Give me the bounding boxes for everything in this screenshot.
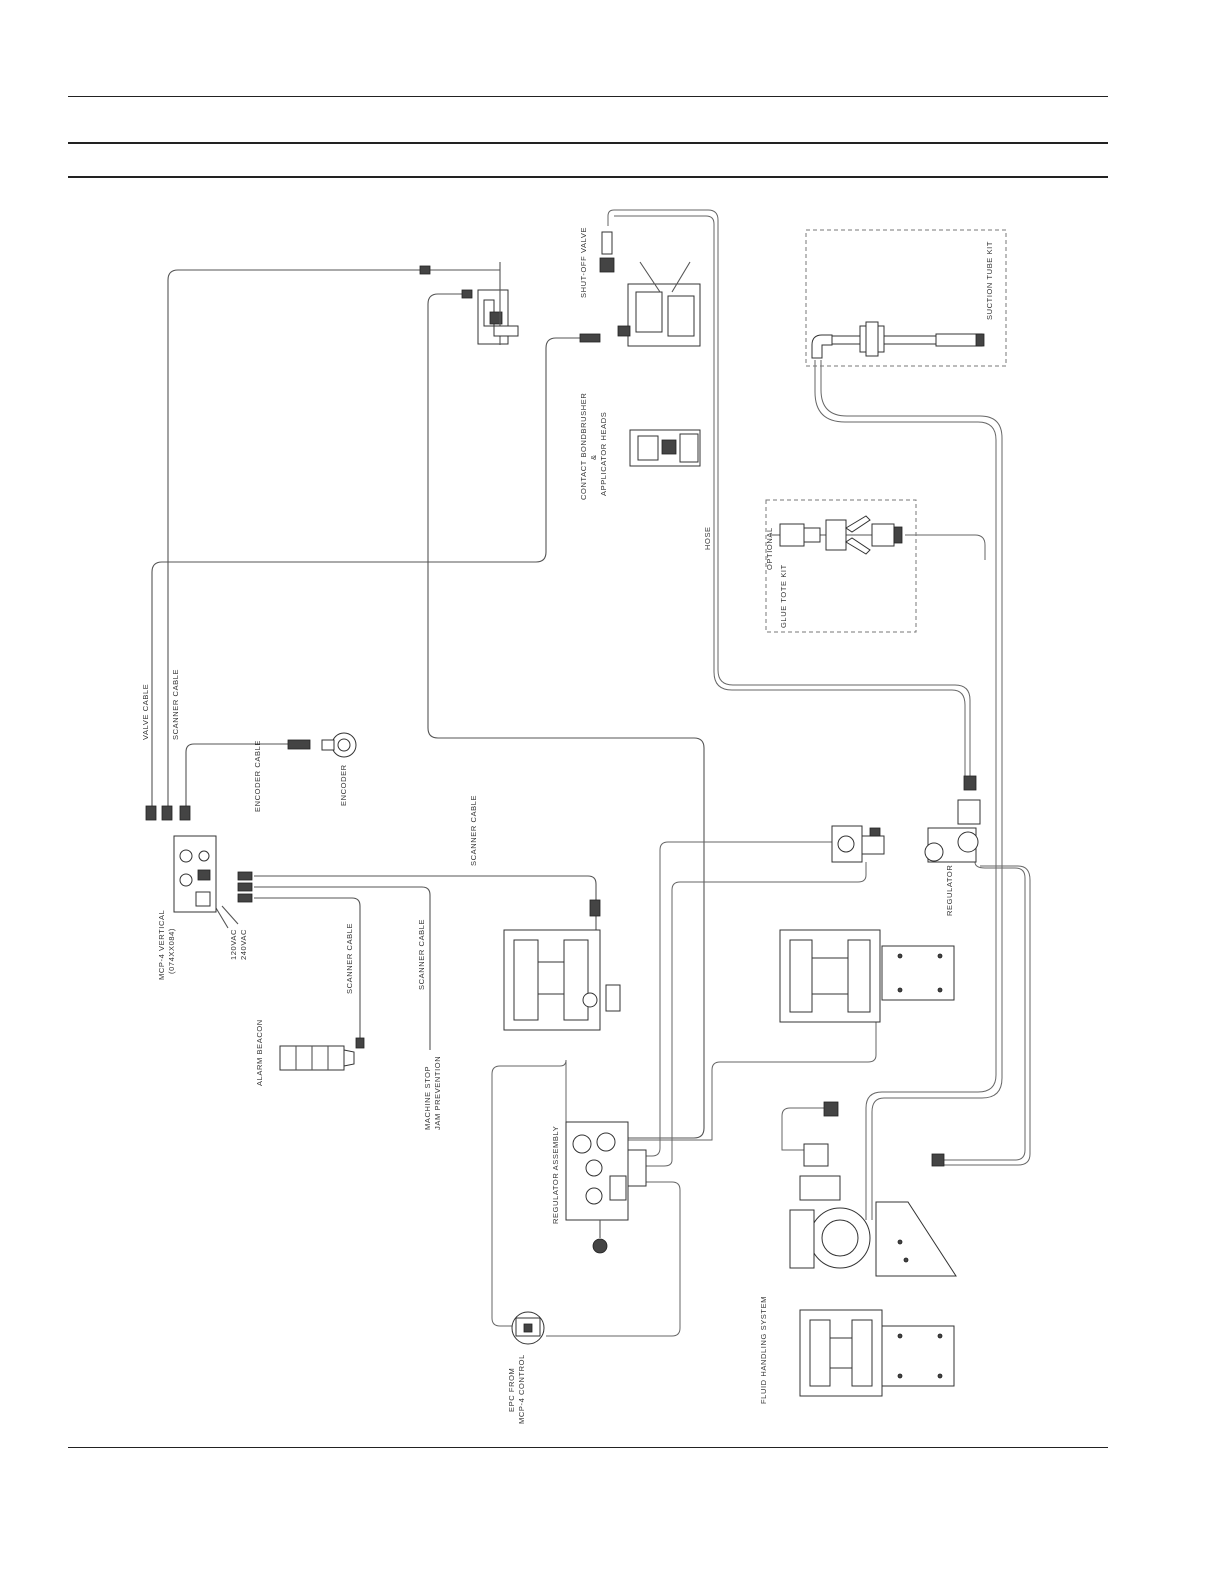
regulator-label: REGULATOR [945,865,954,916]
contact-heads-label-line1: CONTACT BONDBRUSHER [579,393,588,500]
encoder-cable-line [185,743,290,812]
machine-stop-label-line1: MACHINE STOP [423,1066,432,1130]
applicator-head-drawing [629,429,701,467]
hose-layer [491,209,1031,1337]
air-control-drawing [831,825,885,863]
shutoff-valve-head [579,231,701,347]
alarm-beacon-label: ALARM BEACON [255,1019,264,1086]
epc-label-line2: MCP-4 CONTROL [517,1354,526,1424]
hose-line-inner [614,215,966,780]
scanner-cable-upper-line [167,269,500,812]
mcp4-controller-drawing [145,805,253,913]
header-rule-top [68,96,1108,97]
encoder-label: ENCODER [339,764,348,806]
svg-text:OPTIONAL: OPTIONAL [765,527,774,570]
regulator-outlet-line [940,861,1026,1161]
power-label-line2: 240VAC [239,929,248,960]
fluid-pump-lower-drawing [789,1101,957,1277]
power-label-line1: 120VAC [229,929,238,960]
header-rule-middle [68,142,1108,144]
shutoff-valve-label: SHUT-OFF VALVE [579,227,588,298]
contact-heads-label-line2: & [589,454,598,460]
power-lead-line [215,905,239,929]
suction-tube-kit-box [805,229,1007,367]
epc-label-line1: EPC FROM [507,1368,516,1412]
alarm-beacon-drawing [279,1037,365,1071]
regulator-outlet-line-inner [940,865,1031,1166]
scanner-cable-mid-line [254,875,597,976]
suction-hose-line-inner [820,360,1003,1220]
epc-return-line [546,1181,681,1337]
scanner-cable-top-label: SCANNER CABLE [171,669,180,740]
regulator-assembly-label: REGULATOR ASSEMBLY [551,1126,560,1224]
tote-outlet-line [905,534,986,560]
epc-line [491,1059,567,1327]
encoder-cable-label: ENCODER CABLE [253,740,262,812]
controller-label-line1: MCP-4 VERTICAL [157,910,166,980]
scanner-cable-right-line [254,886,431,1050]
scanner-cable-left-line [254,897,361,1042]
scanner-cable-left-label: SCANNER CABLE [345,923,354,994]
air-line-2 [628,862,867,1167]
header-rule-bottom [68,176,1108,178]
machine-stop-label-line2: JAM PREVENTION [433,1056,442,1130]
suction-tube-kit-label: SUCTION TUBE KIT [985,241,994,320]
scanner-cable-right-label: SCANNER CABLE [417,919,426,990]
valve-cable-label: VALVE CABLE [141,684,150,740]
contact-heads-label-line3: APPLICATOR HEADS [599,412,608,496]
fluid-handling-system-label: FLUID HANDLING SYSTEM [759,1296,768,1404]
glue-tote-kit-label: GLUE TOTE KIT [779,564,788,628]
scanner-cable-mid-label: SCANNER CABLE [469,795,478,866]
glue-pump-drawing [503,899,621,1031]
air-line-3 [628,1020,877,1141]
pump-inlet-line [781,1107,828,1151]
air-line-1 [628,841,840,1157]
hose-line [607,209,971,780]
valve-cable-line [151,337,600,812]
hose-label: HOSE [703,526,712,550]
glue-tote-kit-box [765,499,917,633]
encoder-drawing [287,732,357,758]
regulator-drawing [924,775,981,863]
scanner-cable-loop-line [427,293,705,1139]
suction-tube-drawing [811,321,985,359]
fluid-pump-middle-drawing [779,929,955,1023]
footer-rule [68,1447,1108,1448]
regulator-assembly-drawing [565,1121,647,1254]
suction-hose-line [814,360,997,1220]
glue-tote-drawing: OPTIONAL [765,515,903,570]
cable-layer [151,269,705,1139]
epc-drawing [511,1311,545,1345]
fluid-handling-pump-drawing [799,1309,955,1397]
controller-label-line2: (074XX084) [167,928,176,974]
top-scanner-bracket [419,262,519,345]
